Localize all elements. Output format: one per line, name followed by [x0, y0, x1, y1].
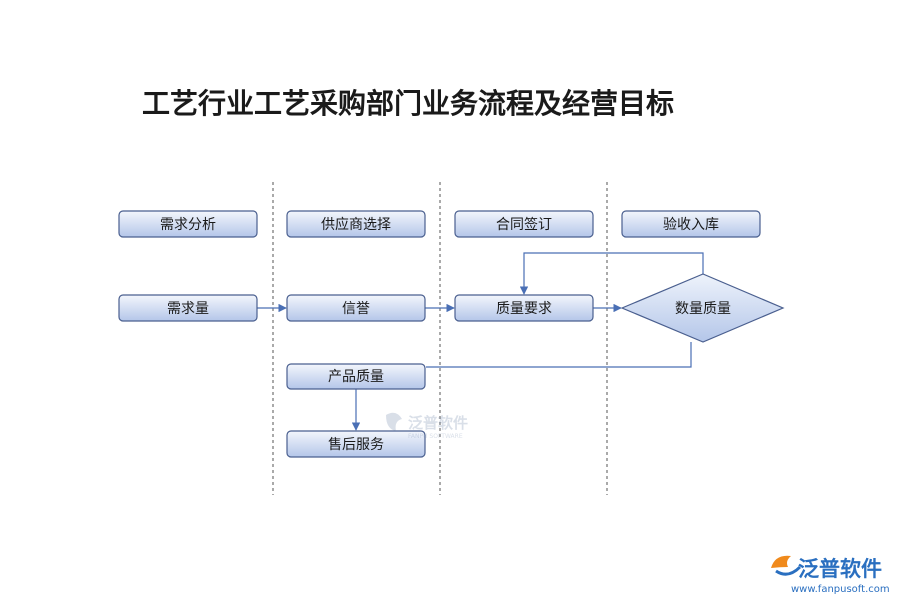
lane-header-contract: 合同签订: [454, 210, 594, 238]
brand-name: 泛普软件: [798, 557, 882, 581]
node-quantity-quality-label: 数量质量: [675, 301, 731, 317]
watermark-text: 泛普软件: [408, 414, 468, 432]
page-title: 工艺行业工艺采购部门业务流程及经营目标: [142, 87, 675, 120]
center-watermark: 泛普软件 FANPU SOFTWARE: [386, 412, 468, 440]
node-after-sales: 售后服务: [286, 430, 426, 458]
lane-header-demand-label: 需求分析: [160, 217, 216, 233]
line-qtyquality-to-product: [426, 342, 692, 368]
lane-header-supplier-label: 供应商选择: [321, 216, 391, 233]
lane-header-inspection-label: 验收入库: [663, 217, 719, 233]
node-quality-requirement: 质量要求: [454, 294, 594, 322]
watermark-subtext: FANPU SOFTWARE: [408, 433, 463, 440]
lane-header-supplier: 供应商选择: [286, 210, 426, 238]
node-demand-qty-label: 需求量: [167, 301, 209, 317]
lane-header-contract-label: 合同签订: [496, 216, 552, 233]
loop-qtyquality-to-quality: [519, 252, 704, 295]
node-quantity-quality-decision: 数量质量: [620, 273, 785, 343]
watermark-logo-icon: [386, 412, 402, 431]
node-product-quality-label: 产品质量: [328, 369, 384, 385]
lane-header-inspection: 验收入库: [621, 210, 761, 238]
brand-logo-swoosh: [775, 565, 802, 576]
node-product-quality: 产品质量: [286, 363, 426, 390]
node-after-sales-label: 售后服务: [328, 437, 384, 453]
brand-url: www.fanpusoft.com: [791, 584, 890, 595]
brand-logo-icon: [771, 555, 791, 568]
node-quality-requirement-label: 质量要求: [496, 301, 552, 317]
lane-header-demand: 需求分析: [118, 210, 258, 238]
node-demand-qty: 需求量: [118, 294, 258, 322]
brand-logo: 泛普软件 www.fanpusoft.com: [771, 555, 890, 595]
node-credit: 信誉: [286, 294, 426, 322]
node-credit-label: 信誉: [342, 301, 370, 317]
